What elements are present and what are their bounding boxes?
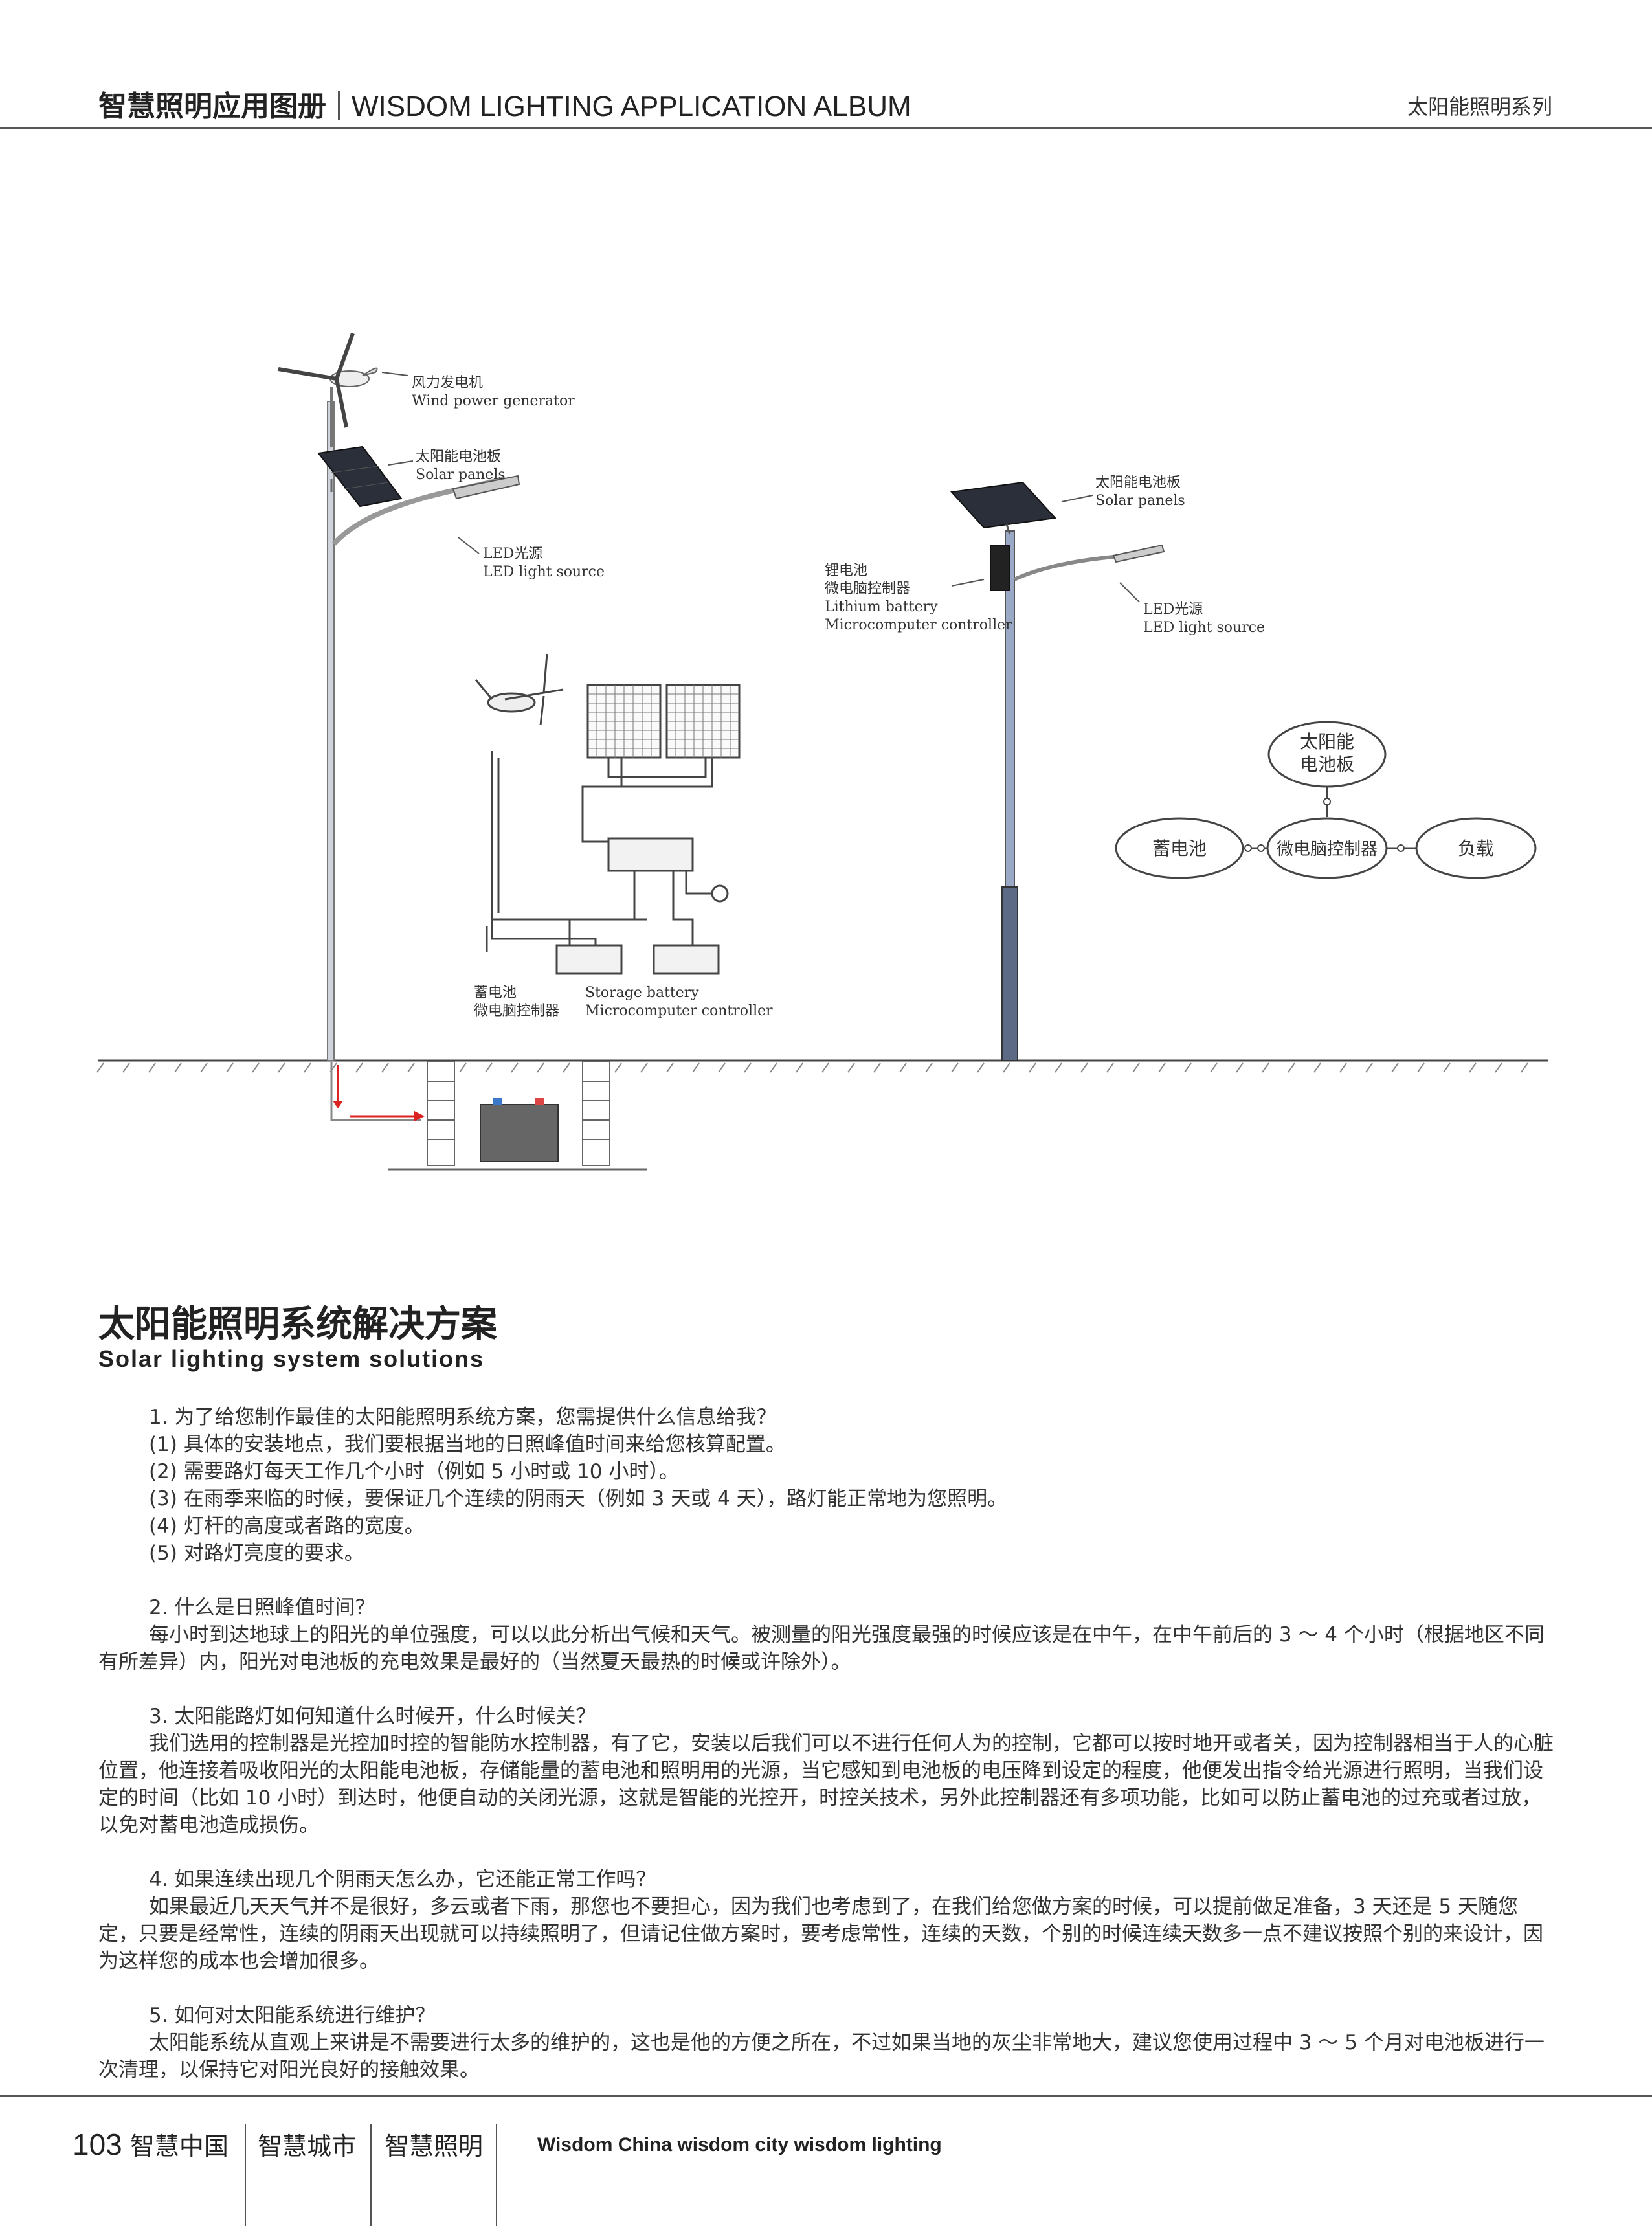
header-title-cn: 智慧照明应用图册 (98, 90, 326, 123)
footer-left: 103 智慧中国 (73, 2126, 229, 2162)
question-1-item-5: (5) 对路灯亮度的要求。 (149, 1542, 364, 1565)
ground (96, 1059, 1548, 1073)
wind-generator-label-en: Wind power generator (412, 393, 575, 409)
flow-solar-label: 太阳能 (1300, 731, 1354, 752)
spacer (98, 1567, 1554, 1594)
spacer (98, 1975, 1554, 2002)
section-title-cn: 太阳能照明系统解决方案 (98, 1303, 497, 1345)
answer-3: 我们选用的控制器是光控加时控的智能防水控制器，有了它，安装以后我们可以不进行任何… (98, 1732, 1554, 1837)
left-panel-label-en: Solar panels (416, 467, 506, 483)
flow-solar-label-2: 电池板 (1300, 754, 1354, 775)
lithium-label-en: Lithium battery (825, 599, 938, 615)
footer-item-2: 智慧城市 (258, 2132, 357, 2161)
spacer (98, 1839, 1554, 1866)
footer-divider (245, 2124, 246, 2226)
footer-item-3: 智慧照明 (385, 2132, 484, 2161)
solar-lighting-diagram: 风力发电机 Wind power generator 太阳能电池板 Solar … (96, 332, 1548, 1171)
left-controller-label-en: Microcomputer controller (585, 1003, 773, 1019)
right-led-label-cn: LED光源 (1143, 601, 1203, 618)
micro-label-cn: 微电脑控制器 (825, 581, 910, 597)
question-3: 3. 太阳能路灯如何知道什么时候开，什么时候关？ (149, 1705, 596, 1728)
system-flow-diagram: 太阳能 电池板 蓄电池 微电脑控制器 负载 (1115, 721, 1537, 879)
wind-generator-label-cn: 风力发电机 (412, 375, 483, 391)
header-title-en: WISDOM LIGHTING APPLICATION ALBUM (352, 91, 911, 122)
answer-4: 如果最近几天天气并不是很好，多云或者下雨，那您也不要担心，因为我们也考虑到了，在… (98, 1895, 1543, 1973)
question-1-item-4: (4) 灯杆的高度或者路的宽度。 (149, 1514, 425, 1538)
page-number: 103 (73, 2128, 122, 2161)
left-panel-label-cn: 太阳能电池板 (416, 449, 501, 465)
left-led-label-en: LED light source (483, 564, 605, 580)
lithium-label-cn: 锂电池 (825, 563, 867, 579)
header-title: 智慧照明应用图册 WISDOM LIGHTING APPLICATION ALBU… (98, 83, 911, 124)
header-divider (338, 91, 340, 120)
wind-turbine-icon (278, 332, 378, 447)
underground-battery-pit (330, 1061, 647, 1171)
right-streetlight: 太阳能电池板 Solar panels 锂电池 微电脑控制器 Lithium b… (825, 475, 1265, 1061)
answer-2: 每小时到达地球上的阳光的单位强度，可以以此分析出气候和天气。被测量的阳光强度最强… (98, 1623, 1545, 1674)
right-panel-label-cn: 太阳能电池板 (1095, 475, 1181, 491)
footer-item-1: 智慧中国 (129, 2132, 229, 2161)
qa-content: 1. 为了给您制作最佳的太阳能照明系统方案，您需提供什么信息给我？ (1) 具体… (98, 1404, 1554, 2084)
header-series: 太阳能照明系列 (1407, 95, 1552, 119)
flow-battery-label: 蓄电池 (1152, 838, 1207, 859)
left-battery-label-en: Storage battery (585, 985, 699, 1001)
footer-divider (496, 2124, 497, 2226)
question-5: 5. 如何对太阳能系统进行维护？ (149, 2004, 436, 2027)
question-2: 2. 什么是日照峰值时间？ (149, 1596, 375, 1619)
question-1: 1. 为了给您制作最佳的太阳能照明系统方案，您需提供什么信息给我？ (149, 1406, 777, 1429)
footer-divider (370, 2124, 372, 2226)
right-panel-label-en: Solar panels (1095, 493, 1185, 509)
battery-box-icon (990, 545, 1010, 591)
question-1-item-1: (1) 具体的安装地点，我们要根据当地的日照峰值时间来给您核算配置。 (149, 1433, 786, 1456)
left-battery-label-cn: 蓄电池 (474, 985, 517, 1001)
question-1-item-2: (2) 需要路灯每天工作几个小时（例如 5 小时或 10 小时）。 (149, 1460, 679, 1483)
spacer (98, 1676, 1554, 1703)
section-title-en: Solar lighting system solutions (98, 1345, 485, 1372)
right-led-label-en: LED light source (1143, 620, 1265, 636)
flow-load-label: 负载 (1458, 838, 1494, 859)
question-4: 4. 如果连续出现几个阴雨天怎么办，它还能正常工作吗？ (149, 1868, 656, 1891)
right-solar-panel-icon (950, 481, 1057, 535)
header-rule (0, 127, 1652, 129)
footer-tagline: Wisdom China wisdom city wisdom lighting (537, 2134, 942, 2155)
footer-rule (0, 2095, 1652, 2097)
solar-panel-icon (317, 445, 403, 508)
flow-controller-label: 微电脑控制器 (1277, 840, 1378, 859)
question-1-item-3: (3) 在雨季来临的时候，要保证几个连续的阴雨天（例如 3 天或 4 天），路灯… (149, 1487, 1008, 1511)
answer-5: 太阳能系统从直观上来讲是不需要进行太多的维护的，这也是他的方便之所在，不过如果当… (98, 2031, 1545, 2082)
left-led-label-cn: LED光源 (483, 546, 542, 562)
left-streetlight: 风力发电机 Wind power generator 太阳能电池板 Solar … (278, 332, 605, 1061)
left-controller-label-cn: 微电脑控制器 (474, 1003, 559, 1019)
wiring-schematic (474, 653, 741, 975)
micro-label-en: Microcomputer controller (825, 617, 1012, 633)
